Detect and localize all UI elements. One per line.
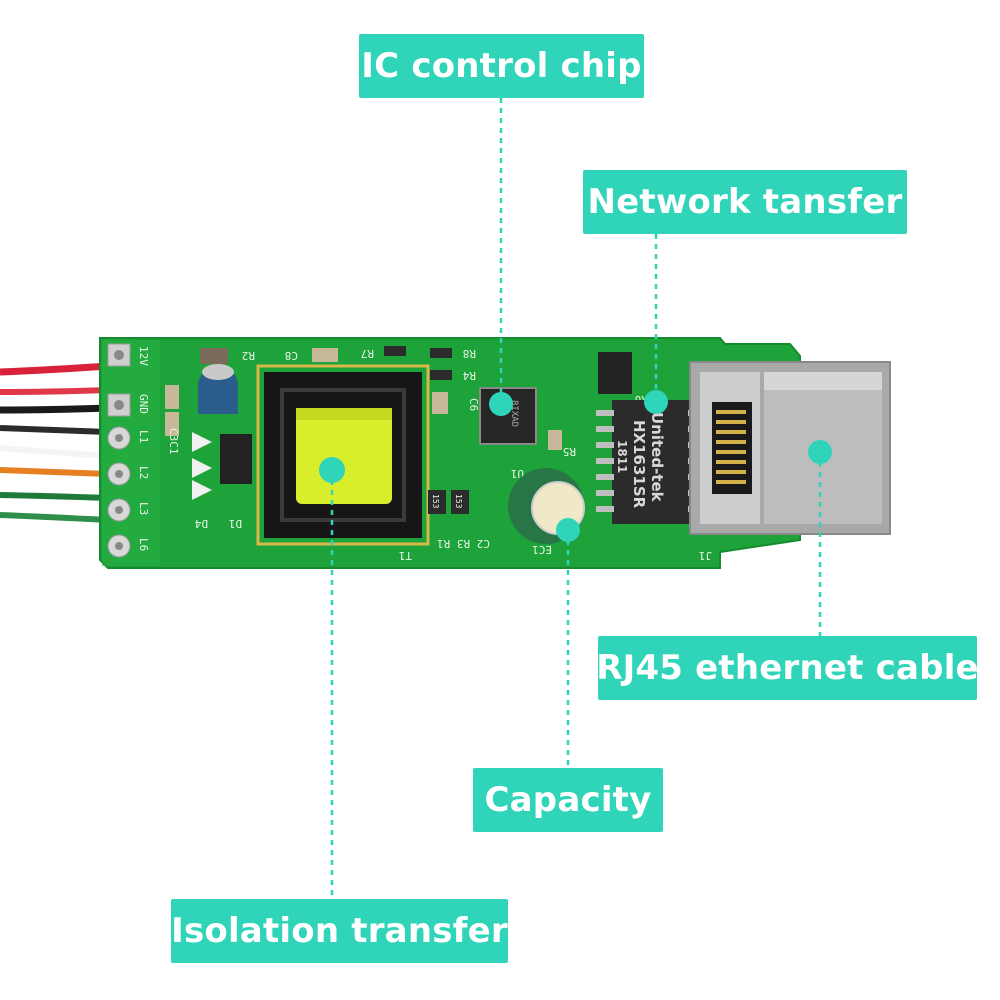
leader-lines: [330, 98, 822, 899]
label-ic-control-chip: IC control chip: [359, 34, 644, 98]
pin-label-l1: L1: [137, 430, 150, 443]
silk-c8: C8: [285, 349, 298, 362]
transformer-brand: United-tek: [648, 412, 666, 503]
silk-153-a: 153: [431, 494, 440, 509]
left-components: C3C1 D4 D1 R2: [165, 348, 255, 530]
silk-r5: R5: [563, 445, 576, 458]
marker-cap-dot-icon: [556, 518, 580, 542]
silk-r8: R8: [463, 347, 476, 360]
pin-label-l3: L3: [137, 502, 150, 515]
silk-r4: R4: [462, 369, 476, 382]
marker-ic-dot-icon: [489, 392, 513, 416]
silk-ec1: EC1: [532, 543, 552, 556]
silk-c3c1: C3C1: [167, 428, 180, 455]
transformer-model: HX1631SR: [630, 420, 648, 509]
label-isolation-transfer: Isolation transfer: [171, 899, 508, 963]
pin-pads: [107, 343, 131, 558]
silk-u1: U1: [511, 467, 524, 480]
wires: [0, 362, 109, 523]
silk-153-b: 153: [454, 494, 463, 509]
label-network-transfer: Network tansfer: [583, 170, 907, 234]
pin-label-12v: 12V: [137, 346, 150, 366]
marker-iso-dot-icon: [319, 457, 345, 483]
marker-net-dot-icon: [644, 390, 668, 414]
marker-rj45-dot-icon: [808, 440, 832, 464]
label-rj45-ethernet-cable: RJ45 ethernet cable: [596, 636, 979, 700]
silk-t1: T1: [399, 549, 412, 562]
silk-d4: D4: [194, 517, 208, 530]
transformer-date: 1811: [615, 440, 629, 473]
pin-labels: 12V GND L1 L2 L3 L6: [137, 346, 150, 551]
silk-c2r3r1: C2 R3 R1: [437, 537, 490, 550]
callout-markers: [319, 390, 832, 542]
silk-c6: C6: [467, 398, 480, 411]
label-capacity: Capacity: [473, 768, 663, 832]
pin-label-l6: L6: [137, 538, 150, 551]
rj45-jack: J1: [689, 361, 891, 562]
pin-label-gnd: GND: [137, 394, 150, 414]
silk-j1: J1: [699, 549, 712, 562]
silk-r7: R7: [361, 347, 374, 360]
ic-marking: 8IXAD: [509, 400, 519, 427]
silk-r2: R2: [242, 349, 255, 362]
silk-d1: D1: [229, 517, 242, 530]
pin-label-l2: L2: [137, 466, 150, 479]
middle-components: C8 R7 R8 R4 C6 153 153 C2 R3 R1: [285, 346, 490, 550]
isolation-transformer: T1: [256, 364, 430, 562]
